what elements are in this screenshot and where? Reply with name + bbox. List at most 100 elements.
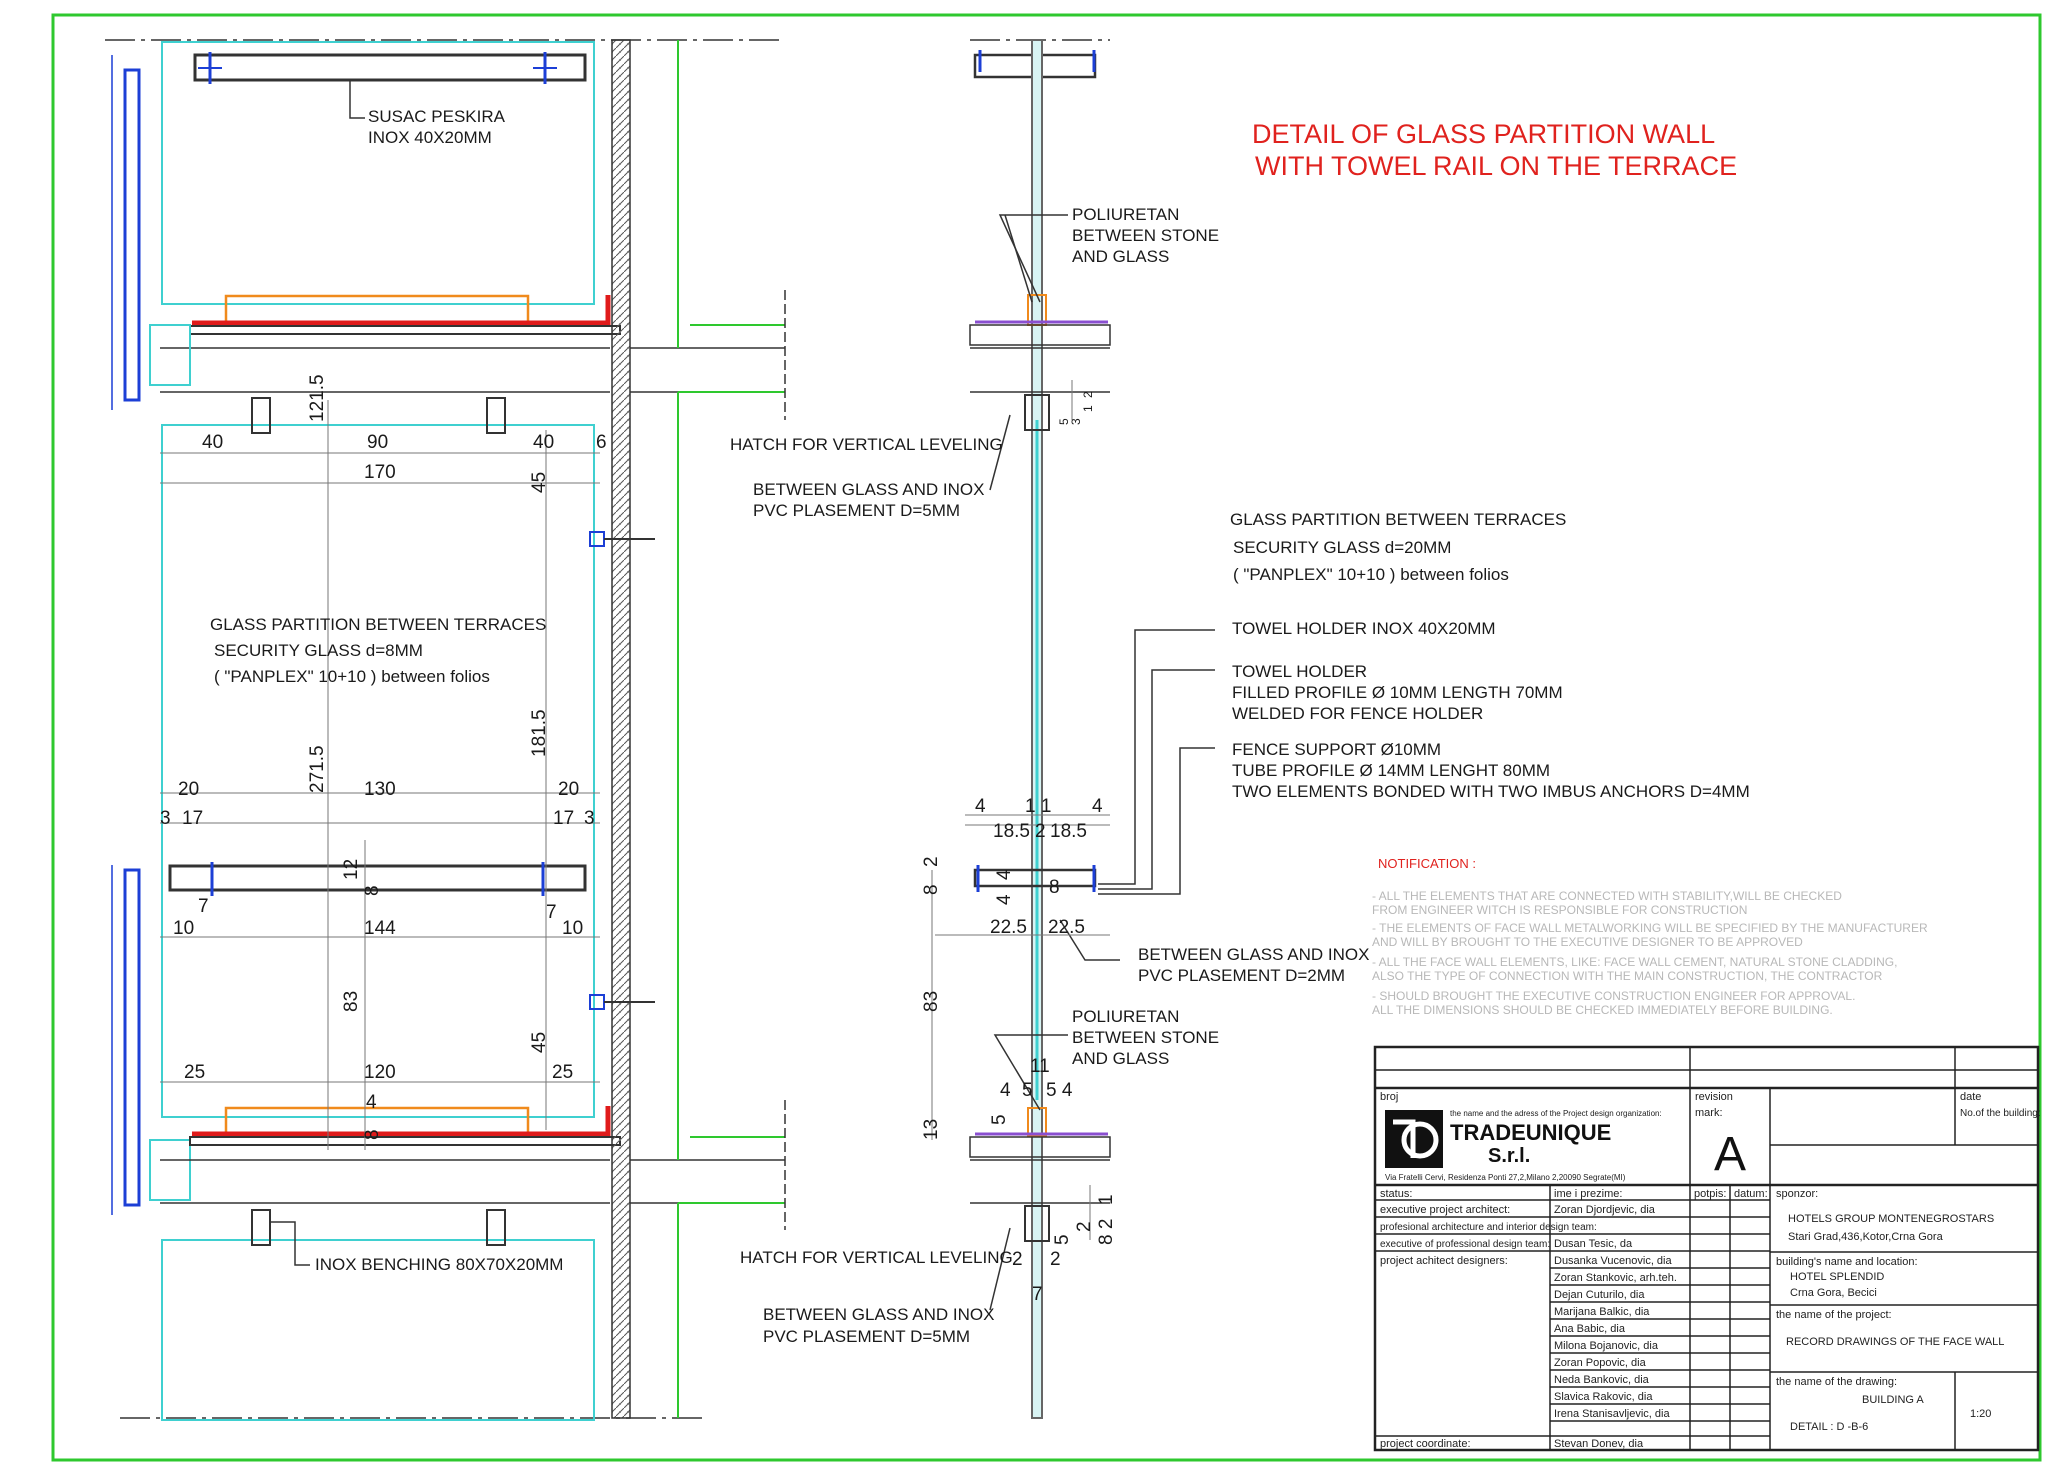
tb-designer-5: Milona Bojanovic, dia: [1554, 1340, 1659, 1352]
dim-90: 90: [367, 432, 388, 453]
label-glass-right-2: SECURITY GLASS d=20MM: [1233, 538, 1451, 557]
tb-scale: 1:20: [1970, 1408, 1991, 1420]
sheet-frame: [51, 13, 2042, 1462]
title-block: [1373, 1045, 2040, 1452]
tb-designer-7: Neda Bankovic, dia: [1554, 1374, 1650, 1386]
dim-r-2a: 2: [1035, 821, 1046, 842]
dim-r-2e: 2: [1074, 1221, 1095, 1232]
dim-45a: 45: [529, 472, 550, 493]
notification-line-2: FROM ENGINEER WITCH IS RESPONSIBLE FOR C…: [1372, 903, 1747, 917]
label-towel-holder2-1: TOWEL HOLDER: [1232, 662, 1367, 681]
notification-line-7: - SHOULD BROUGHT THE EXECUTIVE CONSTRUCT…: [1372, 989, 1855, 1003]
dim-r-11b: 11: [1030, 1056, 1050, 1077]
tb-designer-2: Dejan Cuturilo, dia: [1554, 1289, 1645, 1301]
tb-drawing-building: BUILDING A: [1862, 1394, 1924, 1406]
dim-r-4c: 4: [994, 869, 1015, 880]
label-poliuretan-top-2: BETWEEN STONE: [1072, 226, 1219, 245]
dim-r-8: 8: [921, 884, 942, 895]
label-pvc-top-2: PVC PLASEMENT D=5MM: [753, 501, 960, 520]
notification-line-8: ALL THE DIMENSIONS SHOULD BE CHECKED IMM…: [1372, 1003, 1833, 1017]
tb-building-1: HOTEL SPLENDID: [1790, 1271, 1884, 1283]
title-line-1: DETAIL OF GLASS PARTITION WALL: [1252, 119, 1715, 149]
label-glass-left-2: SECURITY GLASS d=8MM: [214, 641, 423, 660]
dim-r-5c: 5: [1052, 1234, 1073, 1245]
tb-designer-9: Irena Stanisavljevic, dia: [1554, 1408, 1670, 1420]
label-glass-left-3: ( "PANPLEX" 10+10 ) between folios: [214, 667, 490, 686]
tb-building-label: building's name and location:: [1776, 1256, 1918, 1268]
tb-building-2: Crna Gora, Becici: [1790, 1287, 1877, 1299]
tb-role-3: executive of professional design team:: [1380, 1239, 1550, 1250]
label-susac-2: INOX 40X20MM: [368, 128, 492, 147]
dim-144: 144: [364, 918, 396, 939]
dim-t-3: 3: [1069, 418, 1083, 425]
label-hatch-top: HATCH FOR VERTICAL LEVELING: [730, 435, 1003, 454]
dim-r-54: 5 4: [1046, 1080, 1073, 1101]
dim-7a: 7: [198, 896, 209, 917]
dim-10b: 10: [562, 918, 583, 939]
label-poliuretan-top-3: AND GLASS: [1072, 247, 1169, 266]
dim-45b: 45: [529, 1032, 550, 1053]
tb-designer-3: Marijana Balkic, dia: [1554, 1306, 1650, 1318]
dim-20a: 20: [178, 779, 199, 800]
tb-designer-6: Zoran Popovic, dia: [1554, 1357, 1647, 1369]
dim-17b: 17: [553, 808, 574, 829]
dim-120: 120: [364, 1062, 396, 1083]
tb-designer-8: Slavica Rakovic, dia: [1554, 1391, 1653, 1403]
notification-line-3: - THE ELEMENTS OF FACE WALL METALWORKING…: [1372, 921, 1928, 935]
label-pvc-mid-1: BETWEEN GLASS AND INOX: [1138, 945, 1369, 964]
tb-company-srl: S.r.l.: [1488, 1145, 1530, 1167]
dim-r-13: 13: [921, 1119, 942, 1140]
label-fence-3: TWO ELEMENTS BONDED WITH TWO IMBUS ANCHO…: [1232, 782, 1750, 801]
tb-potpis: potpis:: [1694, 1188, 1726, 1200]
tb-status: status:: [1380, 1188, 1412, 1200]
dim-83a: 83: [341, 991, 362, 1012]
label-pvc-top-1: BETWEEN GLASS AND INOX: [753, 480, 984, 499]
tb-sponsor-2: Stari Grad,436,Kotor,Crna Gora: [1788, 1231, 1944, 1243]
dim-r-11: 1 1: [1025, 796, 1051, 817]
dim-40a: 40: [202, 432, 223, 453]
tb-sponsor-label: sponzor:: [1776, 1188, 1818, 1200]
title-block-text: broj revision date the name and the adre…: [1380, 1091, 2041, 1450]
label-pvc-mid-2: PVC PLASEMENT D=2MM: [1138, 966, 1345, 985]
label-towel-holder: TOWEL HOLDER INOX 40X20MM: [1232, 619, 1496, 638]
dim-r-18-5b: 18.5: [1050, 821, 1087, 842]
dim-r-2b: 2: [921, 856, 942, 867]
notification-line-1: - ALL THE ELEMENTS THAT ARE CONNECTED WI…: [1372, 889, 1842, 903]
dim-r-22-5b: 22.5: [1048, 917, 1085, 938]
tb-revision: revision: [1695, 1091, 1733, 1103]
dim-25a: 25: [184, 1062, 205, 1083]
dim-20b: 20: [558, 779, 579, 800]
dim-r-2c: 2: [1012, 1249, 1023, 1270]
label-poliuretan-top-1: POLIURETAN: [1072, 205, 1179, 224]
dim-r-4e: 4: [1000, 1080, 1011, 1101]
towel-rail-upper: [193, 53, 587, 82]
dim-3b: 3: [584, 808, 595, 829]
tb-role-4: project achitect designers:: [1380, 1255, 1508, 1267]
dim-r-22-5a: 22.5: [990, 917, 1027, 938]
label-poliuretan-bot-1: POLIURETAN: [1072, 1007, 1179, 1026]
label-poliuretan-bot-2: BETWEEN STONE: [1072, 1028, 1219, 1047]
label-pvc-bot-1: BETWEEN GLASS AND INOX: [763, 1305, 994, 1324]
dim-r-5b: 5: [989, 1114, 1010, 1125]
dim-r-4d: 4: [994, 894, 1015, 905]
dim-r-83: 83: [921, 991, 942, 1012]
dim-r-1: 1: [1096, 1194, 1117, 1205]
tb-mark-label: mark:: [1695, 1107, 1723, 1119]
dim-r-4a: 4: [975, 796, 986, 817]
label-fence-1: FENCE SUPPORT Ø10MM: [1232, 740, 1441, 759]
left-elevation: [105, 39, 786, 1421]
tb-broj: broj: [1380, 1091, 1398, 1103]
dim-r-82: 8 2: [1096, 1219, 1117, 1245]
dim-t-5: 5: [1057, 418, 1071, 425]
label-susac-1: SUSAC PESKIRA: [368, 107, 506, 126]
dim-8a: 8: [362, 885, 383, 896]
tb-project-label: the name of the project:: [1776, 1309, 1892, 1321]
dim-r-18-5a: 18.5: [993, 821, 1030, 842]
label-glass-right-1: GLASS PARTITION BETWEEN TERRACES: [1230, 510, 1566, 529]
dim-t-1: 1: [1081, 405, 1095, 412]
label-fence-2: TUBE PROFILE Ø 14MM LENGHT 80MM: [1232, 761, 1550, 780]
dim-181-5: 181.5: [529, 709, 550, 757]
tb-drawing-detail: DETAIL : D -B-6: [1790, 1421, 1868, 1433]
dim-3a: 3: [160, 808, 171, 829]
